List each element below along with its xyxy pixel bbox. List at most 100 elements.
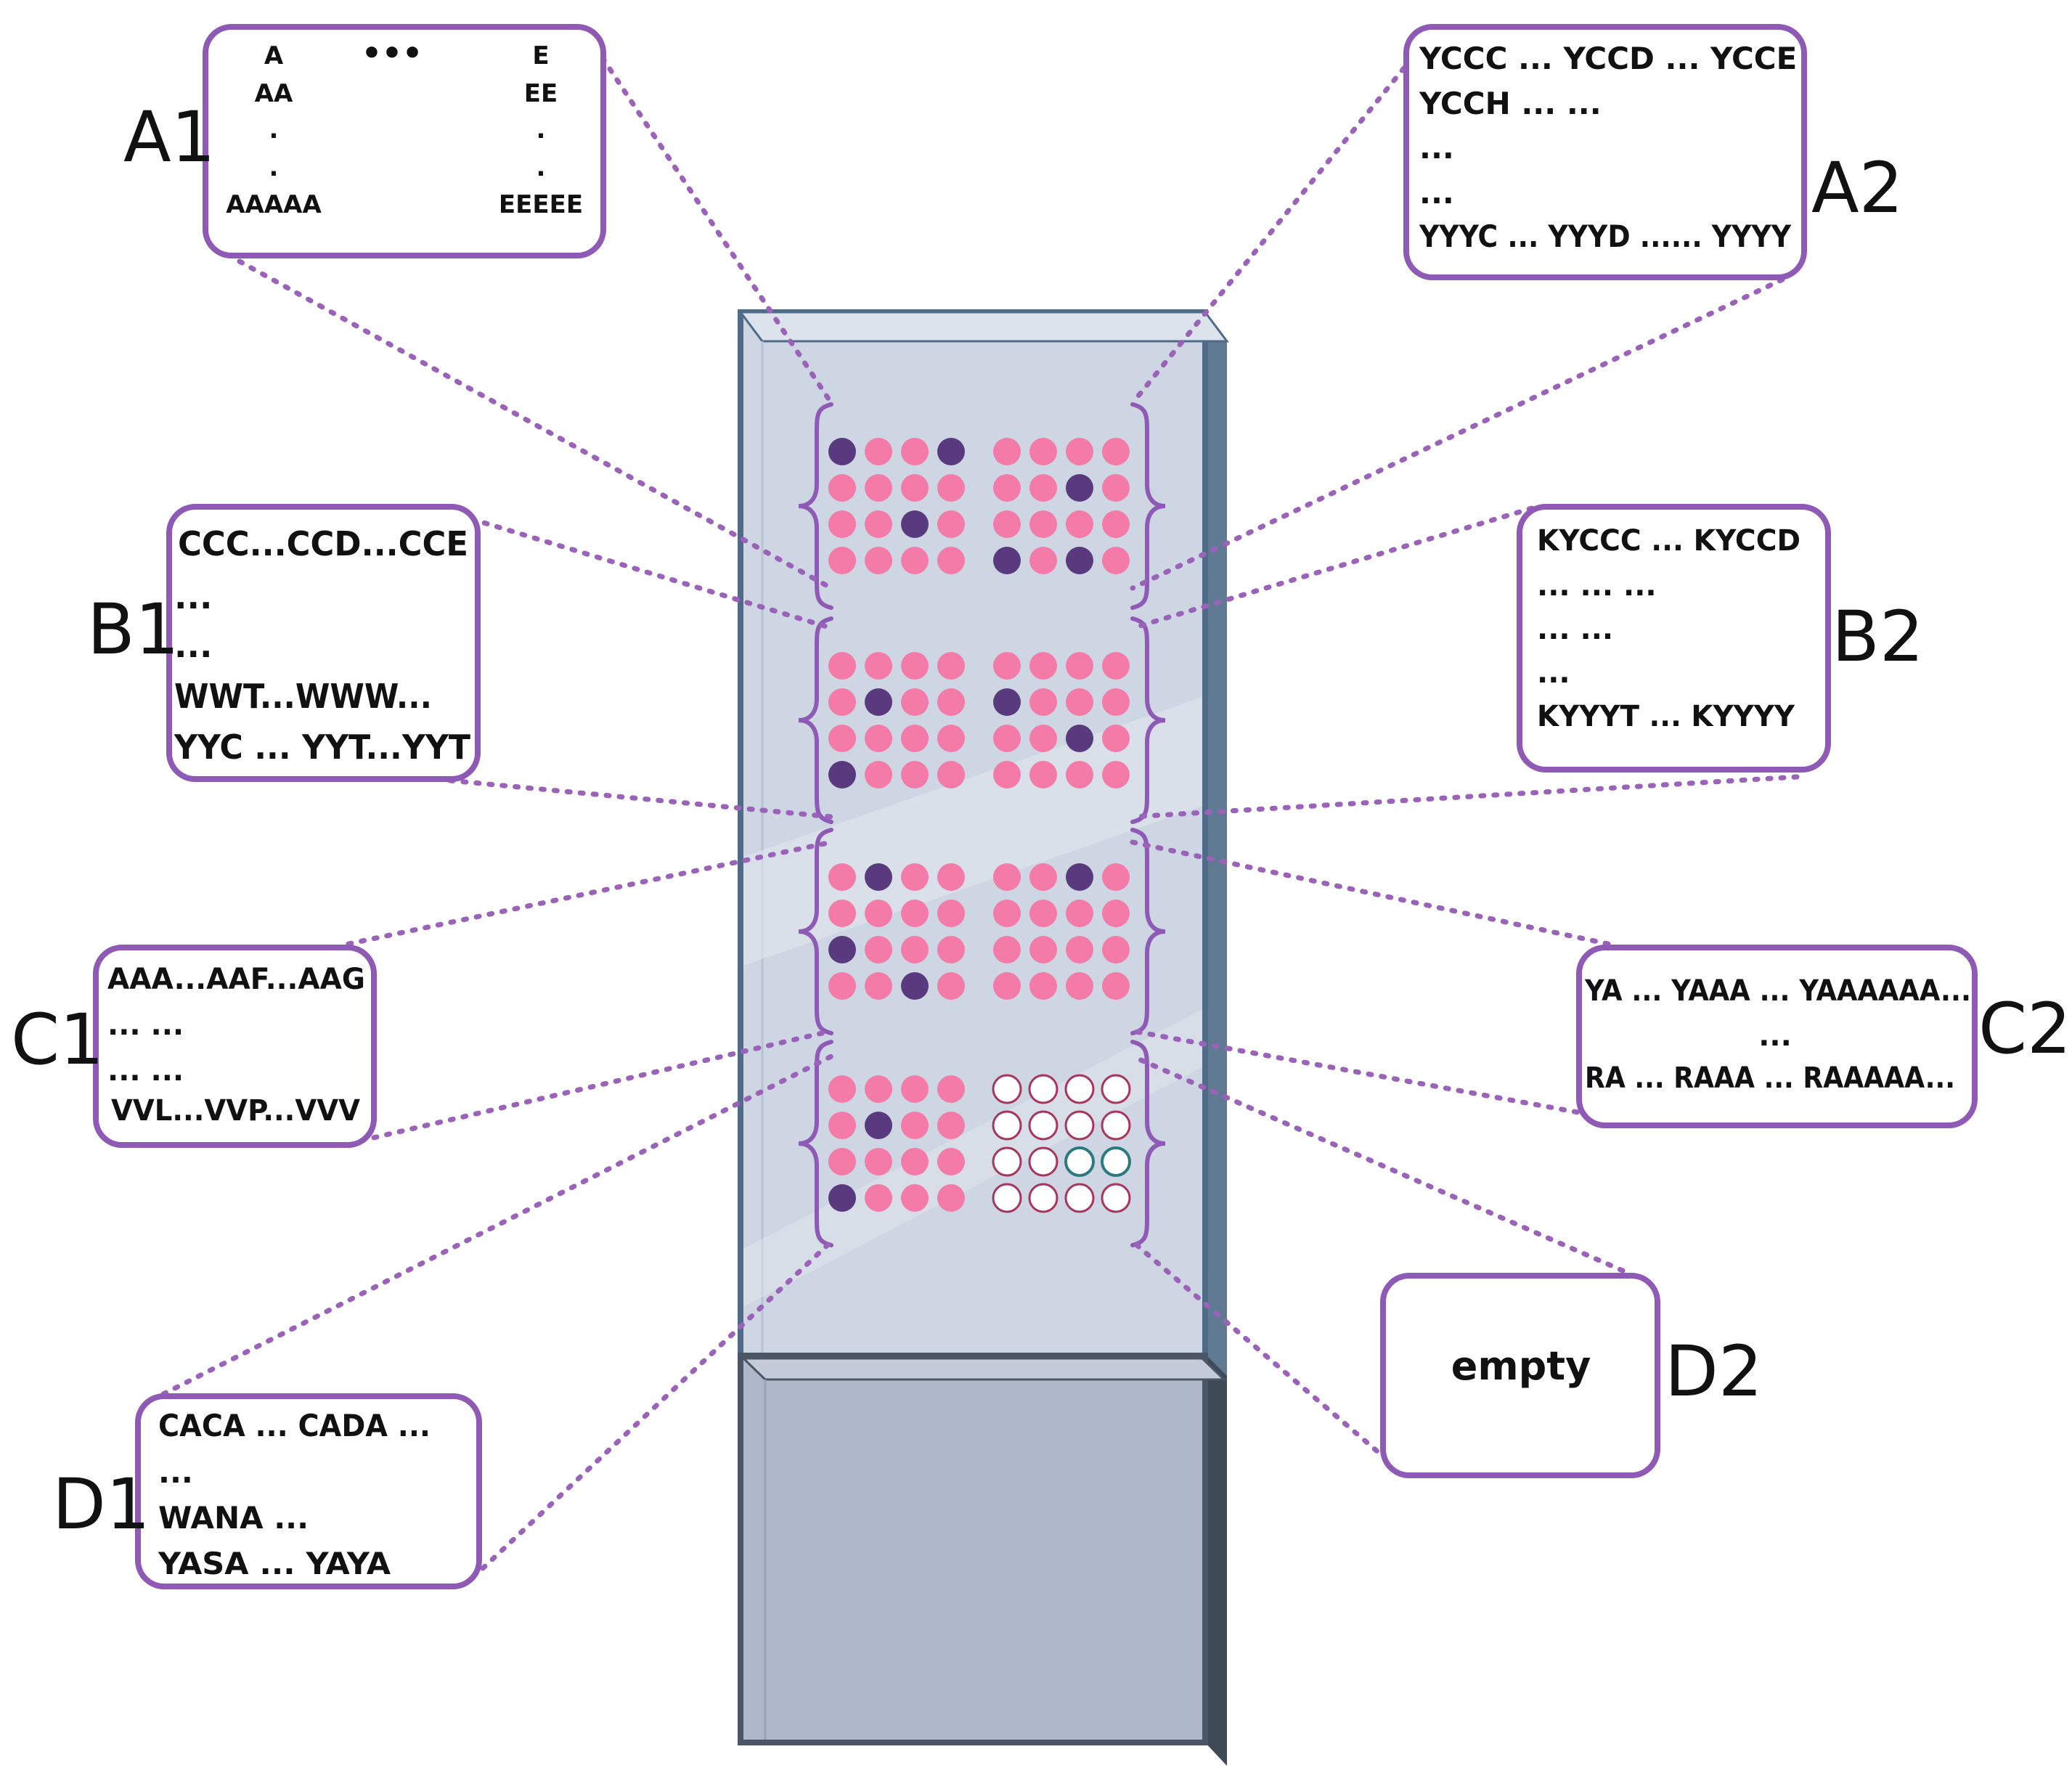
spot-block-C1 xyxy=(828,863,965,1000)
spot-filled xyxy=(937,652,965,680)
spot-empty xyxy=(992,1183,1022,1213)
d1-line: WANA ... xyxy=(158,1500,309,1536)
spot-filled xyxy=(937,761,965,788)
spot-marked xyxy=(993,688,1021,716)
spot-empty-teal xyxy=(1064,1146,1095,1177)
spot-filled xyxy=(1102,652,1130,680)
spot-block-C2 xyxy=(993,863,1130,1000)
left-bracket-icon xyxy=(798,1040,833,1247)
panel-label-A1: A1 xyxy=(123,97,216,178)
spot-marked xyxy=(1066,725,1093,752)
spot-filled xyxy=(865,1075,892,1103)
a1-right-line: . xyxy=(537,115,546,144)
spot-filled xyxy=(1102,474,1130,502)
spot-filled xyxy=(1102,510,1130,538)
spot-filled xyxy=(901,1184,929,1212)
spot-filled xyxy=(828,863,856,891)
spot-filled xyxy=(1029,438,1057,465)
spot-grid xyxy=(828,438,1131,1213)
spot-empty xyxy=(1101,1183,1131,1213)
spot-filled xyxy=(828,972,856,1000)
spot-filled xyxy=(901,725,929,752)
panel-label-A2: A2 xyxy=(1811,147,1904,229)
spot-filled xyxy=(993,936,1021,963)
spot-empty xyxy=(992,1074,1022,1104)
panel-C1-box xyxy=(93,945,377,1148)
spot-filled xyxy=(1029,474,1057,502)
spot-filled xyxy=(937,1148,965,1175)
spot-filled xyxy=(1029,972,1057,1000)
a1-left-line: AA xyxy=(255,79,293,108)
a2-line: YYYC ... YYYD ...... YYYY xyxy=(1419,219,1791,254)
leader-C2-bottom xyxy=(1130,1028,1593,1117)
spot-filled xyxy=(828,474,856,502)
label-side-face xyxy=(1205,1354,1227,1766)
spot-empty xyxy=(1064,1183,1095,1213)
spot-filled xyxy=(1102,900,1130,927)
spot-filled xyxy=(1102,688,1130,716)
spot-filled xyxy=(937,725,965,752)
right-bracket-icon xyxy=(1130,616,1166,824)
spot-filled xyxy=(993,510,1021,538)
right-bracket-icon xyxy=(1130,1040,1166,1247)
spot-marked xyxy=(937,438,965,465)
spot-filled xyxy=(865,474,892,502)
spot-filled xyxy=(901,1075,929,1103)
spot-filled xyxy=(1102,438,1130,465)
spot-filled xyxy=(1102,936,1130,963)
a1-right-line: E xyxy=(532,41,549,70)
panel-label-D2: D2 xyxy=(1665,1331,1763,1412)
panel-label-C1: C1 xyxy=(11,999,104,1080)
spot-block-D2 xyxy=(992,1074,1131,1213)
spot-filled xyxy=(901,1112,929,1139)
leader-B2-top xyxy=(1130,505,1535,631)
a1-right-line: EEEEE xyxy=(499,190,583,219)
spot-filled xyxy=(1066,900,1093,927)
spot-filled xyxy=(1102,547,1130,574)
a1-left-line: AAAAA xyxy=(226,190,322,219)
spot-filled xyxy=(865,761,892,788)
spot-filled xyxy=(937,936,965,963)
spot-filled xyxy=(993,652,1021,680)
c2-line: ... xyxy=(1758,1019,1792,1053)
spot-empty xyxy=(1028,1110,1059,1141)
spot-filled xyxy=(937,972,965,1000)
panel-D1-text: CACA ... CADA ... ... WANA ... YASA ... … xyxy=(158,1408,431,1581)
c1-line: ... ... xyxy=(107,1008,184,1042)
spot-marked xyxy=(865,1112,892,1139)
spot-filled xyxy=(1029,652,1057,680)
spot-filled xyxy=(1102,725,1130,752)
spot-filled xyxy=(993,900,1021,927)
spot-marked xyxy=(901,972,929,1000)
spot-filled xyxy=(993,972,1021,1000)
spot-filled xyxy=(901,438,929,465)
spot-filled xyxy=(937,510,965,538)
panel-label-D1: D1 xyxy=(52,1464,150,1545)
spot-filled xyxy=(828,510,856,538)
spot-filled xyxy=(865,438,892,465)
spot-empty xyxy=(1028,1146,1059,1177)
a2-line: ... xyxy=(1419,130,1454,166)
spot-filled xyxy=(1066,972,1093,1000)
spot-block-A1 xyxy=(828,438,965,574)
spot-filled xyxy=(865,900,892,927)
spot-filled xyxy=(1066,936,1093,963)
spot-empty xyxy=(1101,1110,1131,1141)
spot-marked xyxy=(1066,863,1093,891)
spot-filled xyxy=(828,1148,856,1175)
spot-filled xyxy=(828,688,856,716)
leader-B1-top xyxy=(469,516,834,631)
panel-A1-box xyxy=(203,24,606,258)
spot-empty xyxy=(1028,1183,1059,1213)
a2-line: YCCC ... YCCD ... YCCE xyxy=(1419,41,1797,76)
leader-A2-bottom xyxy=(1130,277,1785,591)
spot-marked xyxy=(865,863,892,891)
spot-filled xyxy=(1066,761,1093,788)
spot-empty xyxy=(1064,1074,1095,1104)
panel-B1-text: CCC...CCD...CCE ... ... WWT...WWW... YYC… xyxy=(174,524,471,767)
leader-B2-bottom xyxy=(1130,774,1800,820)
spot-filled xyxy=(865,725,892,752)
spot-filled xyxy=(901,474,929,502)
b1-line: WWT...WWW... xyxy=(174,677,432,716)
c1-line: ... ... xyxy=(107,1054,184,1088)
